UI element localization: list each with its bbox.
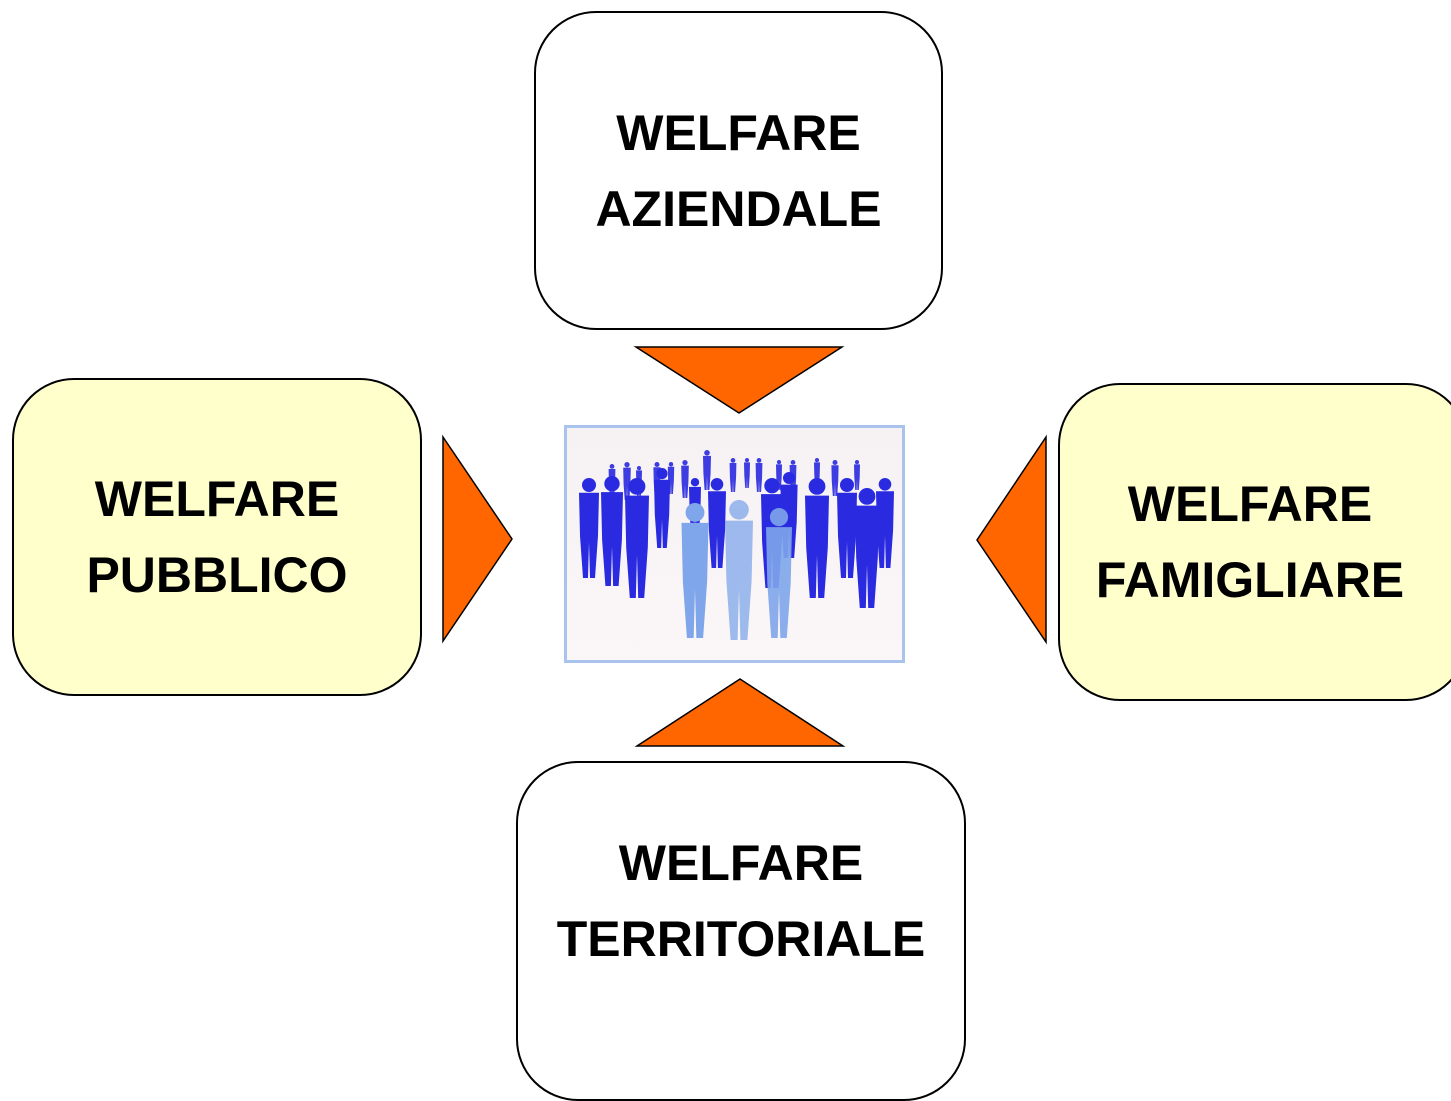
crowd-of-people-icon (564, 425, 905, 663)
arrow-left-from-famigliare (976, 434, 1047, 645)
welfare-aziendale-box: WELFARE AZIENDALE (534, 11, 943, 330)
box-label-line1: WELFARE (616, 104, 861, 161)
welfare-famigliare-box: WELFARE FAMIGLIARE (1058, 383, 1451, 701)
arrow-right-from-pubblico (442, 434, 513, 644)
box-label-line2: FAMIGLIARE (1095, 552, 1405, 608)
box-label-line1: WELFARE (1127, 476, 1373, 532)
arrows-layer (442, 346, 1047, 747)
box-label-line1: WELFARE (618, 835, 864, 891)
box-label-line2: PUBBLICO (86, 547, 348, 603)
arrow-up-from-territoriale (634, 678, 846, 747)
box-label-line2: TERRITORIALE (556, 911, 926, 967)
box-label-line1: WELFARE (94, 471, 340, 527)
box-label-line2: AZIENDALE (595, 180, 882, 237)
welfare-pubblico-box: WELFARE PUBBLICO (12, 378, 422, 696)
welfare-territoriale-box: WELFARE TERRITORIALE (516, 761, 966, 1101)
arrow-down-from-aziendale (633, 346, 845, 414)
